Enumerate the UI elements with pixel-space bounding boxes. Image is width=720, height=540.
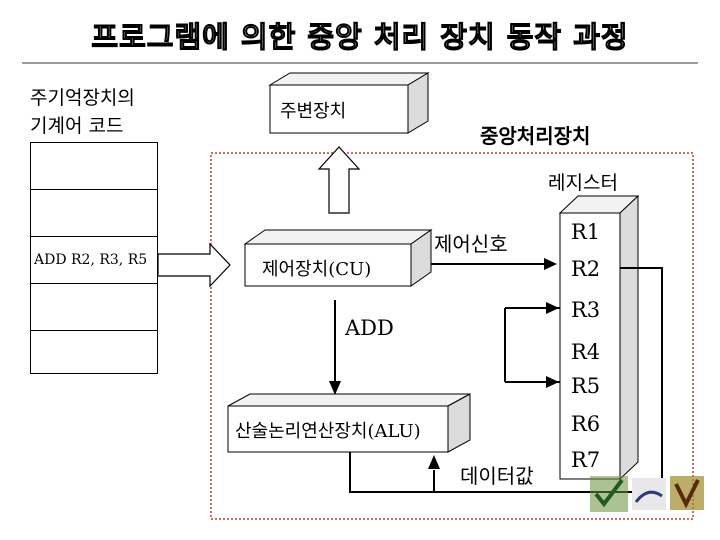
arrow-head-icon [546, 302, 559, 314]
register-label: 레지스터 [548, 172, 618, 194]
page-title: 프로그램에 의한 중앙 처리 장치 동작 과정 [91, 19, 629, 54]
memory-cell [31, 143, 157, 190]
peripheral-label: 주변장치 [280, 101, 347, 122]
memory-cell [31, 190, 157, 237]
cpu-label: 중앙처리장치 [480, 124, 591, 148]
cpu-boundary [210, 152, 694, 520]
peripheral-box [268, 72, 430, 134]
control-unit-label: 제어장치(CU) [262, 259, 372, 280]
memory-cell-add-instruction: ADD R2, R3, R5 [31, 237, 157, 284]
control-signal-label: 제어신호 [434, 232, 508, 256]
register-r5: R5 [571, 374, 601, 398]
alu-label: 산술논리연산장치(ALU) [235, 421, 421, 442]
register-r3: R3 [571, 298, 601, 322]
up-arrow-icon [317, 146, 361, 214]
arrow-head-icon [329, 381, 341, 395]
arrow-head-icon [546, 376, 559, 388]
title-divider [22, 62, 698, 64]
memory-label-line2: 기계어 코드 [30, 115, 124, 137]
control-unit-box [243, 229, 433, 287]
alu-box [227, 393, 471, 453]
arrow-head-icon [428, 455, 440, 469]
register-r6: R6 [571, 412, 601, 436]
register-r2: R2 [571, 257, 601, 281]
decorative-checkmarks-icon [590, 476, 704, 512]
memory-cell [31, 284, 157, 331]
right-arrow-icon [157, 242, 231, 288]
register-r7: R7 [571, 448, 601, 472]
data-value-label: 데이터값 [460, 464, 534, 488]
register-r1: R1 [571, 220, 601, 244]
memory-label: 주기억장치의 기계어 코드 [30, 84, 135, 140]
arrow-head-icon [544, 258, 557, 270]
register-file-box [558, 194, 640, 481]
register-r4: R4 [571, 340, 601, 364]
add-operation-label: ADD [345, 316, 394, 340]
memory-label-line1: 주기억장치의 [30, 87, 135, 109]
